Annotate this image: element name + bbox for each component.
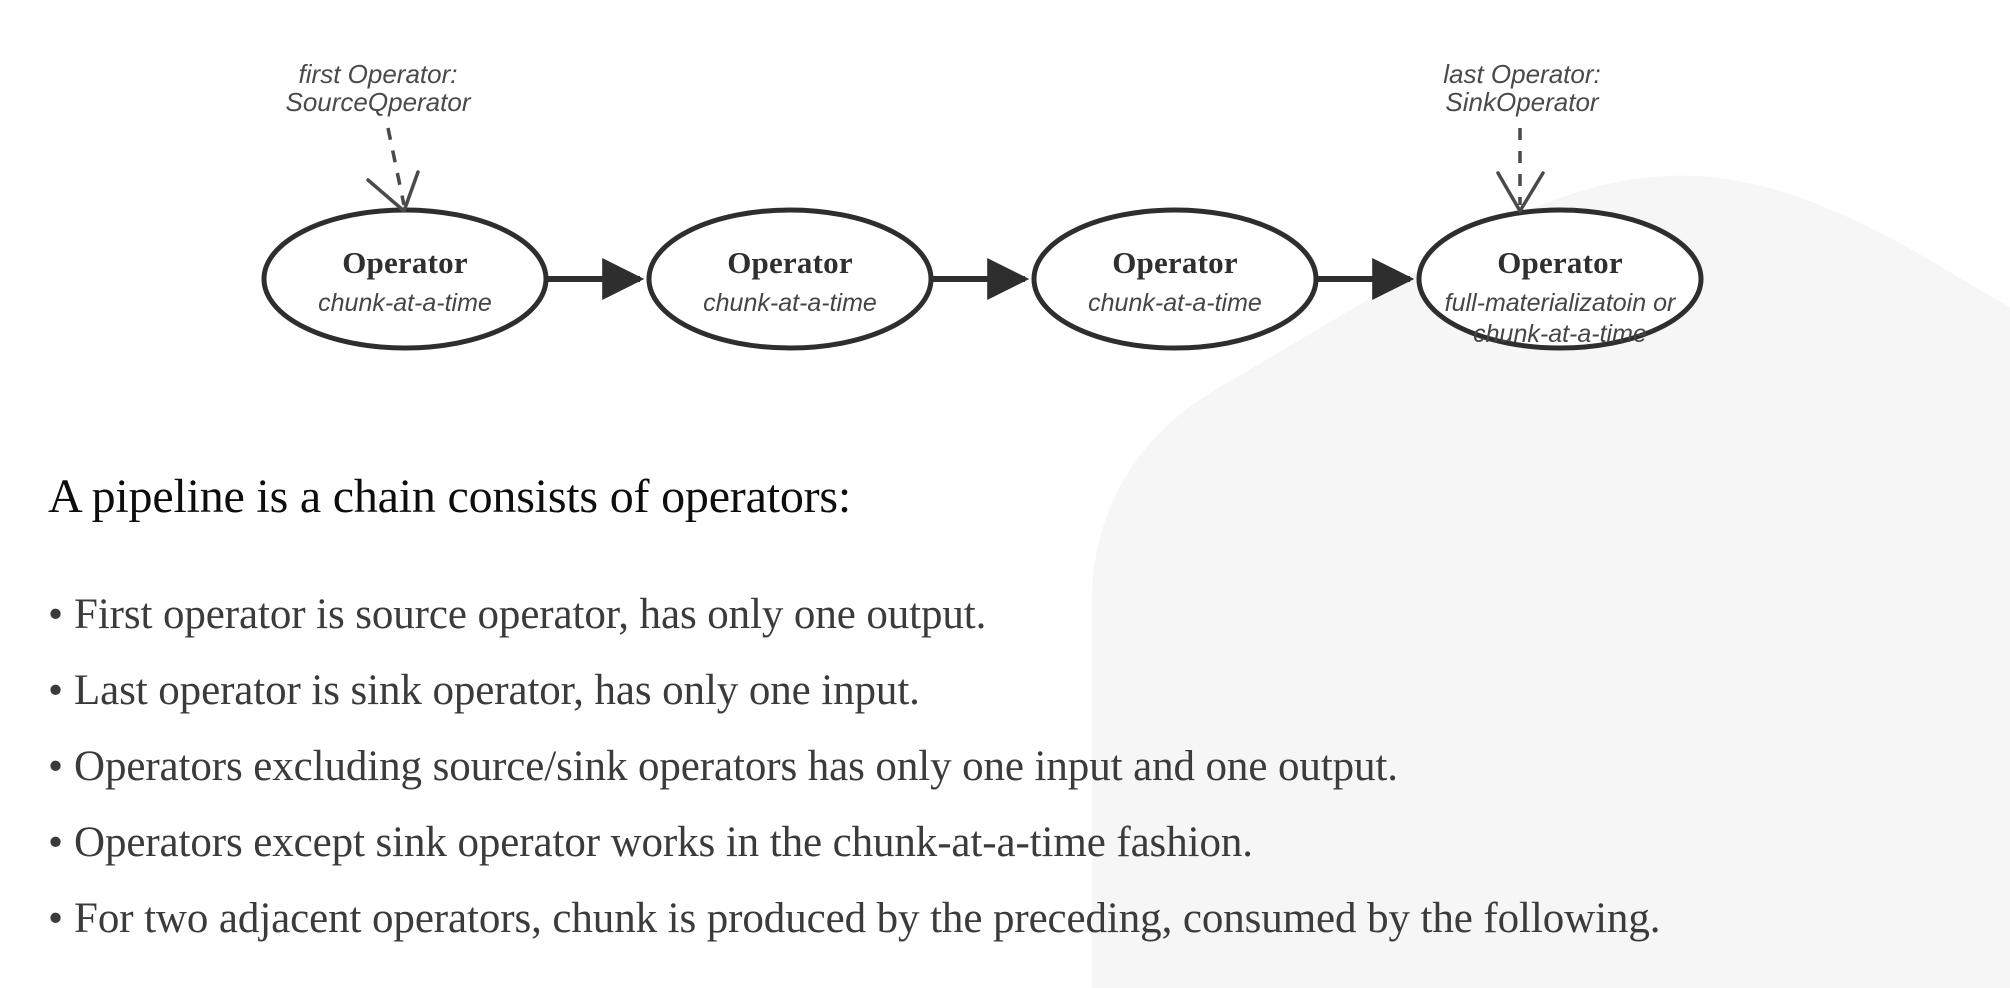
sink-annotation-line2: SinkOperator bbox=[1445, 87, 1599, 118]
source-annotation-arrowhead bbox=[366, 170, 420, 213]
source-annotation-line2: SourceQperator bbox=[285, 87, 471, 118]
source-annotation-label: first Operator: SourceQperator bbox=[228, 60, 528, 116]
page-title: A pipeline is a chain consists of operat… bbox=[48, 470, 852, 523]
bullet-list: • First operator is source operator, has… bbox=[48, 577, 1988, 957]
list-item: • First operator is source operator, has… bbox=[48, 577, 1988, 653]
list-item: • Last operator is sink operator, has on… bbox=[48, 653, 1988, 729]
sink-annotation-label: last Operator: SinkOperator bbox=[1372, 60, 1672, 116]
bullet-point-icon: • bbox=[48, 591, 63, 638]
operator-node-2-shape bbox=[646, 207, 934, 351]
list-item-text: Operators excluding source/sink operator… bbox=[74, 743, 1398, 790]
list-item: • Operators excluding source/sink operat… bbox=[48, 729, 1988, 805]
list-item: • For two adjacent operators, chunk is p… bbox=[48, 881, 1988, 957]
source-annotation-line1: first Operator: bbox=[298, 59, 458, 89]
bullet-point-icon: • bbox=[48, 895, 63, 942]
list-item-text: Last operator is sink operator, has only… bbox=[74, 667, 920, 714]
list-item-text: First operator is source operator, has o… bbox=[74, 591, 987, 638]
bullet-point-icon: • bbox=[48, 667, 63, 714]
bullet-point-icon: • bbox=[48, 743, 63, 790]
list-item-text: Operators except sink operator works in … bbox=[74, 819, 1253, 866]
list-item: • Operators except sink operator works i… bbox=[48, 805, 1988, 881]
list-item-text: For two adjacent operators, chunk is pro… bbox=[74, 895, 1661, 942]
bullet-point-icon: • bbox=[48, 819, 63, 866]
sink-annotation-line1: last Operator: bbox=[1443, 59, 1601, 89]
